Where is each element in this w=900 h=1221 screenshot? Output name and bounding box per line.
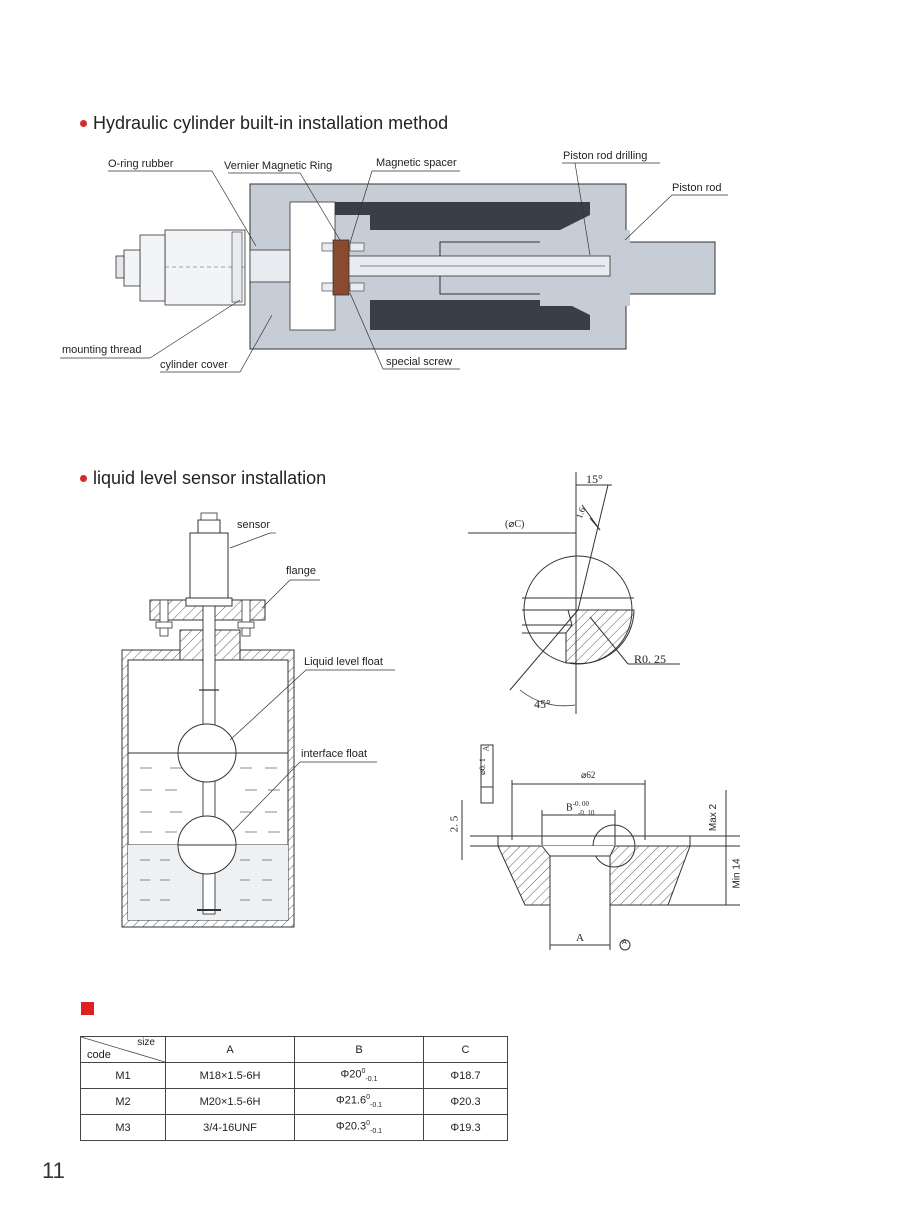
b-tol-upper: -0. 00 [572, 800, 590, 808]
row-code: M1 [80, 1062, 166, 1089]
cylinder-drawing [60, 162, 728, 373]
rod-label: Piston rod [672, 182, 722, 194]
table-row: M2 M20×1.5-6H Φ21.60-0.1 Φ20.3 [80, 1088, 508, 1115]
drilling-label: Piston rod drilling [563, 150, 648, 162]
section1-heading-text: Hydraulic cylinder built-in installation… [93, 113, 449, 133]
row-c: Φ18.7 [423, 1062, 508, 1089]
section1-heading: Hydraulic cylinder built-in installation… [80, 113, 448, 134]
row-b-upper: 0 [366, 1120, 371, 1128]
corner-size-label: size [137, 1037, 155, 1048]
table-corner-cell: size code [80, 1036, 166, 1063]
header-b: B [294, 1036, 424, 1063]
table-marker-icon [81, 1002, 94, 1015]
datum-a-label: A [622, 939, 627, 946]
row-b: Φ200-0.1 [294, 1062, 424, 1089]
row-b: Φ21.60-0.1 [294, 1088, 424, 1115]
dim25-label: 2. 5 [448, 815, 461, 833]
corner-code-label: code [87, 1049, 111, 1061]
screw-label: special screw [386, 356, 453, 368]
bullet-icon [80, 475, 87, 482]
min-value: 14 [731, 858, 743, 870]
bullet-icon [80, 120, 87, 127]
flange-label: flange [286, 565, 316, 577]
row-c: Φ20.3 [423, 1088, 508, 1115]
min-label: Min 14 [732, 858, 743, 888]
section2-heading-text: liquid level sensor installation [93, 468, 327, 488]
c-diameter-label: (⌀C) [505, 519, 525, 530]
cover-label: cylinder cover [160, 359, 228, 371]
spacer-label: Magnetic spacer [376, 157, 457, 169]
b-tol-lower: -0. 10 [578, 809, 595, 817]
interface-float-label: interface float [301, 748, 368, 760]
row-b-lower: -0.1 [370, 1127, 383, 1135]
row-c: Φ19.3 [423, 1114, 508, 1141]
angle45-label: 45° [534, 697, 551, 711]
b-label: B-0. 00 [566, 800, 589, 813]
table-header-row: size code A B C [80, 1036, 508, 1063]
header-a: A [165, 1036, 295, 1063]
row-b-value: Φ21.6 [335, 1094, 367, 1107]
row-code: M3 [80, 1114, 166, 1141]
row-b-value: Φ20.3 [335, 1120, 367, 1133]
row-b-value: Φ20 [340, 1068, 362, 1081]
level-float-label: Liquid level float [304, 656, 383, 668]
row-b-lower: -0.1 [365, 1075, 378, 1083]
row-a: M20×1.5-6H [165, 1088, 295, 1115]
section2-heading: liquid level sensor installation [80, 468, 326, 489]
row-code: M2 [80, 1088, 166, 1115]
max-text: Max [708, 812, 720, 832]
row-a: M18×1.5-6H [165, 1062, 295, 1089]
tolerance-label: ⌀0. 1 [477, 758, 487, 775]
radius-label: R0. 25 [634, 652, 667, 666]
row-b: Φ20.30-0.1 [294, 1114, 424, 1141]
row-b-upper: 0 [361, 1068, 366, 1076]
page-number: 11 [42, 1158, 65, 1183]
roughness-label: 1.6 [574, 506, 588, 520]
vernier-label: Vernier Magnetic Ring [224, 160, 333, 172]
row-b-upper: 0 [366, 1094, 371, 1102]
thread-label: mounting thread [62, 344, 142, 356]
min-text: Min [731, 872, 743, 889]
table-row: M3 3/4-16UNF Φ20.30-0.1 Φ19.3 [80, 1114, 508, 1141]
oring-label: O-ring rubber [108, 158, 174, 170]
table-row: M1 M18×1.5-6H Φ200-0.1 Φ18.7 [80, 1062, 508, 1089]
max-value: 2 [708, 803, 720, 810]
header-c: C [423, 1036, 508, 1063]
corner-diagonal [81, 1037, 165, 1062]
d62-label: ⌀62 [581, 770, 596, 780]
max-label: Max 2 [708, 804, 719, 831]
row-b-lower: -0.1 [370, 1101, 383, 1109]
tolerance-datum: A [481, 745, 491, 752]
spec-table: size code A B C M1 M18×1.5-6H Φ200-0.1 Φ… [80, 1036, 508, 1141]
a-dim-label: A [576, 932, 584, 944]
row-a: 3/4-16UNF [165, 1114, 295, 1141]
sensor-label: sensor [237, 519, 271, 531]
angle15-label: 15° [586, 472, 603, 486]
b-symbol: B [566, 802, 573, 814]
